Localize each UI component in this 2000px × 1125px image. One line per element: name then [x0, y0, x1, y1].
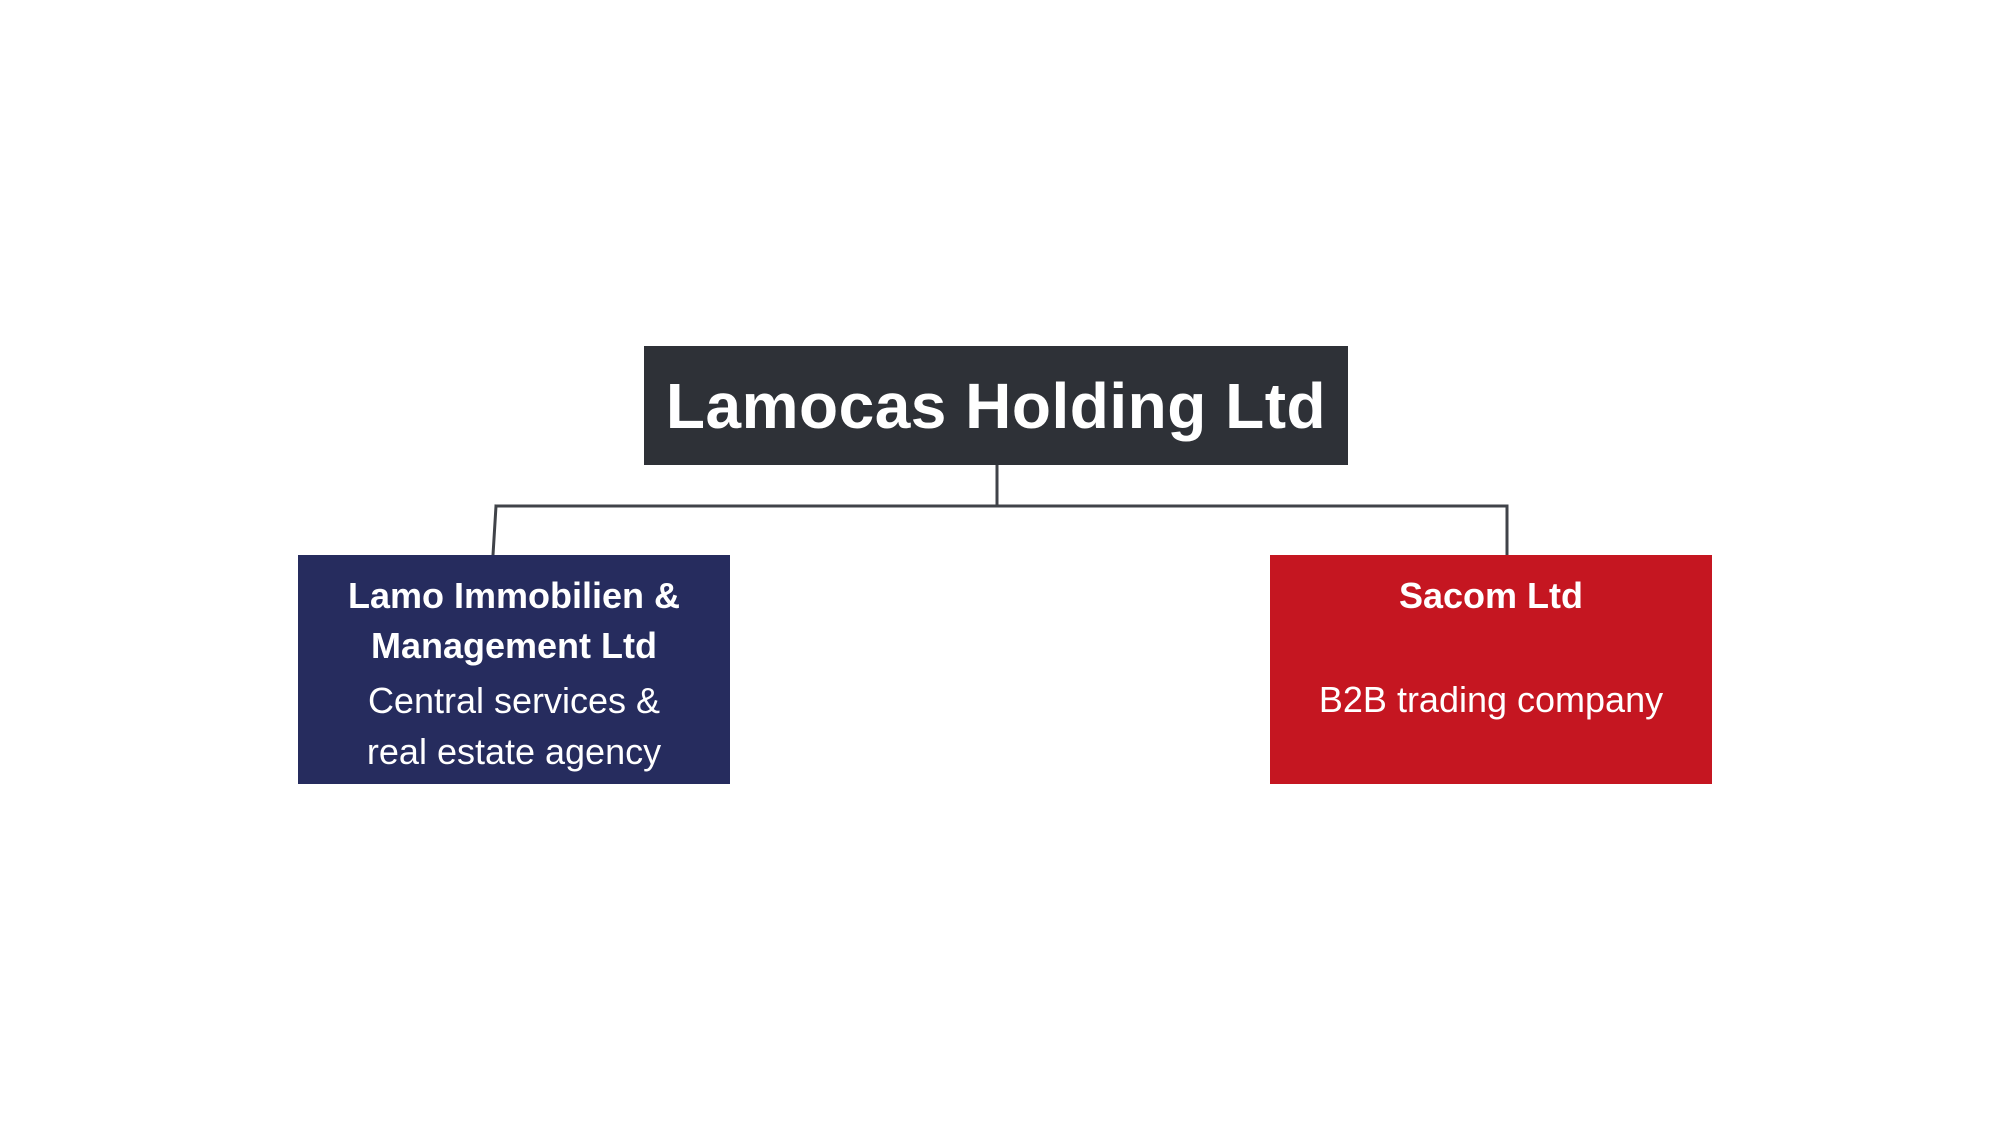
child-node-desc-line: B2B trading company — [1318, 679, 1664, 720]
child-node-description: B2B trading company — [1270, 674, 1712, 725]
child-node-title: Sacom Ltd — [1270, 571, 1712, 621]
connector-root-to-children — [491, 463, 1509, 557]
child-node-title-line: Lamo Immobilien & — [347, 575, 681, 616]
child-node-desc-line: real estate agency — [366, 731, 662, 772]
root-node: Lamocas Holding Ltd — [644, 346, 1348, 465]
child-node-desc-line: Central services & — [367, 680, 661, 721]
child-node-title: Lamo Immobilien & Management Ltd — [298, 571, 730, 671]
child-node-sacom: Sacom Ltd B2B trading company — [1270, 555, 1712, 784]
child-node-title-line: Sacom Ltd — [1398, 575, 1584, 616]
root-node-title: Lamocas Holding Ltd — [665, 369, 1327, 442]
child-node-description: Central services & real estate agency — [298, 675, 730, 777]
child-node-lamo-immobilien: Lamo Immobilien & Management Ltd Central… — [298, 555, 730, 784]
child-node-title-line: Management Ltd — [370, 625, 657, 666]
